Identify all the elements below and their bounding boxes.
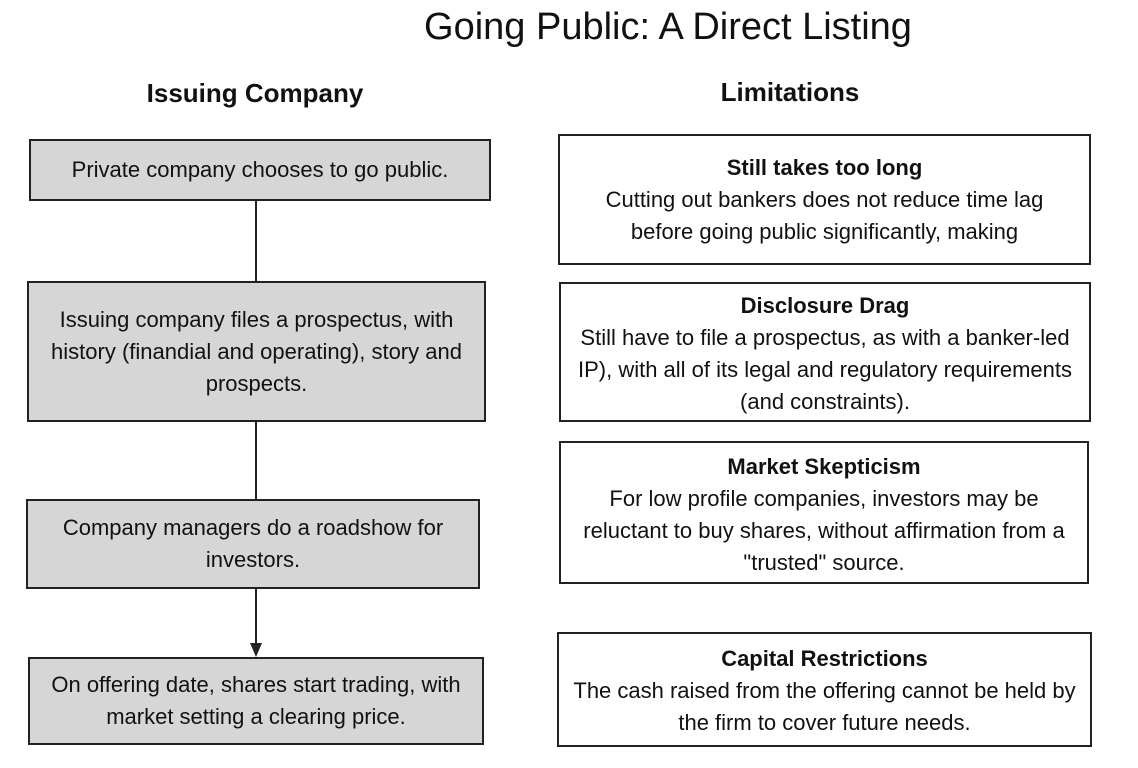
step-text: Issuing company files a prospectus, with…: [51, 306, 462, 396]
limitation-body: The cash raised from the offering cannot…: [573, 678, 1076, 735]
limitation-heading: Still takes too long: [726, 155, 923, 180]
issuing-company-heading: Issuing Company: [146, 78, 364, 108]
step-file-prospectus: Issuing company files a prospectus, with…: [27, 281, 486, 422]
limitation-body: Cutting out bankers does not reduce time…: [605, 187, 1044, 244]
limitation-body: For low profile companies, investors may…: [583, 486, 1065, 575]
limitation-market-skepticism: Market Skepticism For low profile compan…: [559, 441, 1089, 584]
limitation-heading: Disclosure Drag: [740, 293, 910, 318]
limitation-disclosure-drag: Disclosure Drag Still have to file a pro…: [559, 282, 1091, 422]
limitation-capital-restrictions: Capital Restrictions The cash raised fro…: [557, 632, 1092, 747]
limitations-heading: Limitations: [720, 77, 860, 107]
step-text: Private company chooses to go public.: [71, 157, 449, 182]
limitation-heading: Capital Restrictions: [721, 646, 928, 671]
limitation-heading: Market Skepticism: [727, 454, 921, 479]
step-private-company: Private company chooses to go public.: [29, 139, 491, 201]
limitation-body: Still have to file a prospectus, as with…: [577, 325, 1072, 414]
step-roadshow: Company managers do a roadshow for inves…: [26, 499, 480, 589]
limitation-still-takes-too-long: Still takes too long Cutting out bankers…: [558, 134, 1091, 265]
step-offering-date: On offering date, shares start trading, …: [28, 657, 484, 745]
step-text: On offering date, shares start trading, …: [51, 672, 461, 729]
step-text: Company managers do a roadshow for inves…: [62, 515, 444, 572]
diagram-title: Going Public: A Direct Listing: [424, 6, 912, 48]
arrowhead-down: [250, 643, 262, 657]
